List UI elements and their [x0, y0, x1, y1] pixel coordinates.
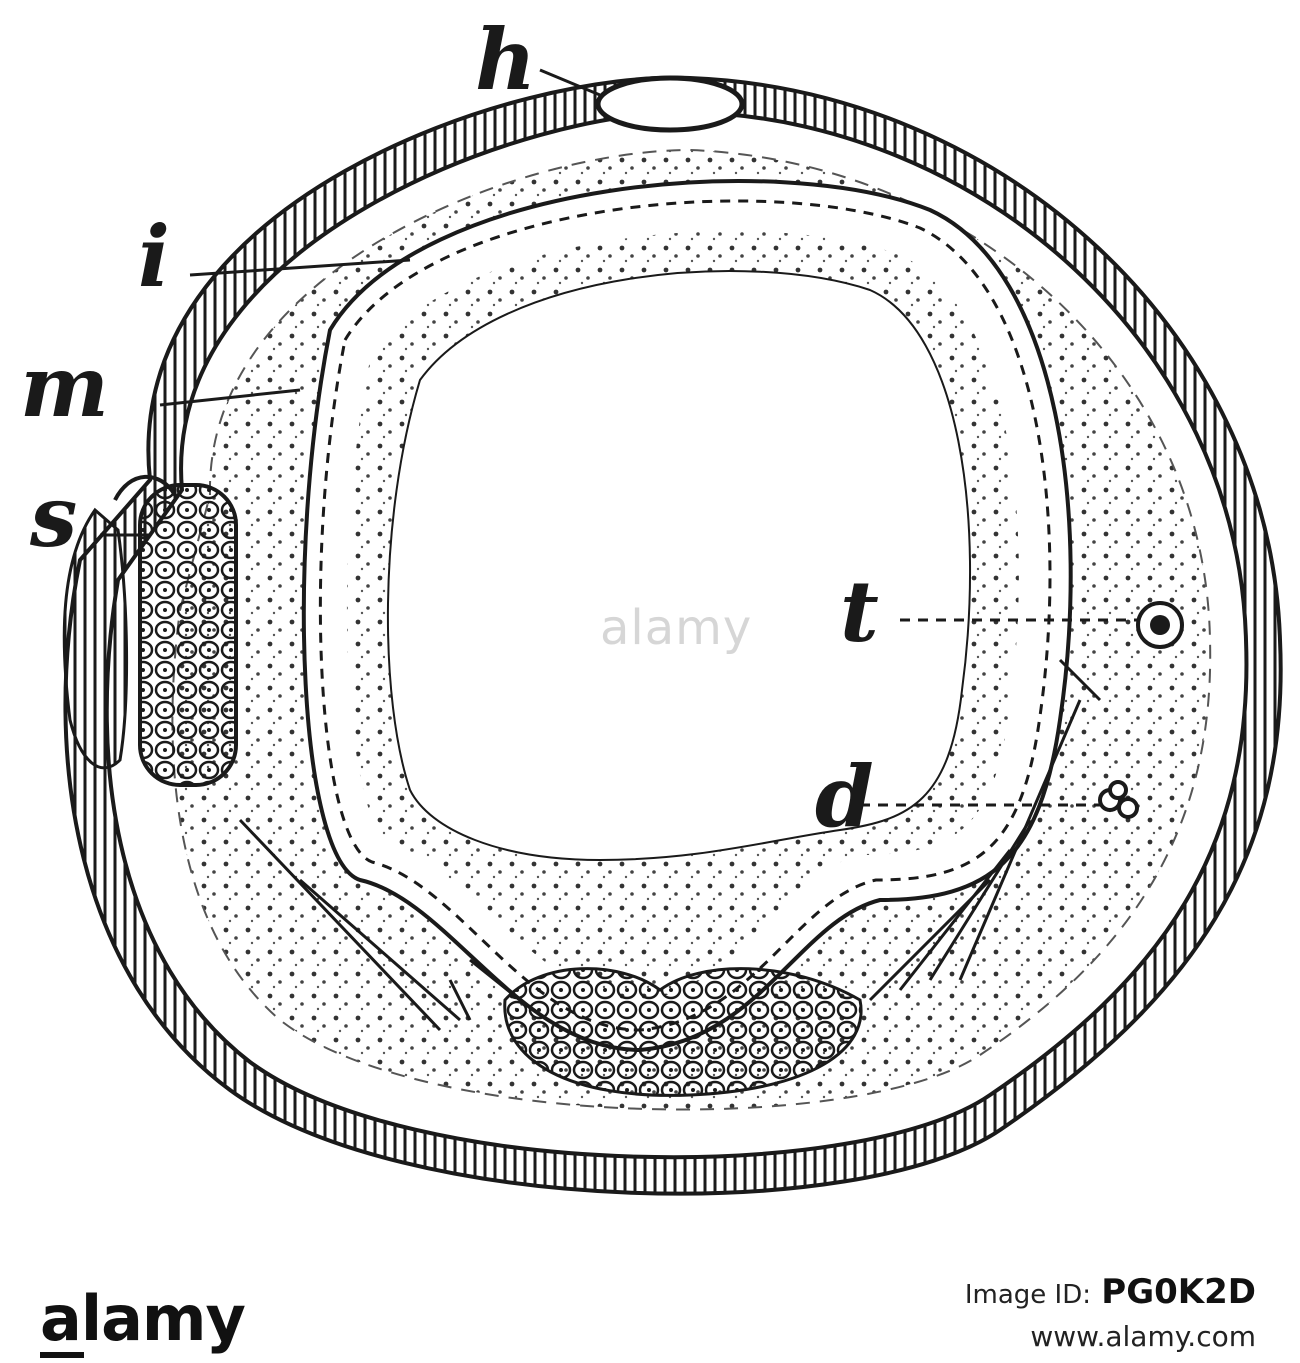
dorsal-vessel [595, 75, 745, 133]
label-t: t [840, 562, 879, 661]
footer-bar [0, 1260, 1300, 1363]
watermark-text: alamy [600, 600, 753, 656]
barcode-icon [956, 1278, 1256, 1290]
nephridium-tubule [1136, 601, 1184, 649]
intestine [301, 179, 1073, 1053]
label-s: s [30, 467, 78, 566]
brand-logo: alamy [40, 1282, 246, 1355]
label-d: d [815, 747, 874, 846]
image-id-value: PG0K2D [1101, 1272, 1256, 1312]
ventral-nerve-cord [503, 967, 863, 1097]
site-url: www.alamy.com [1030, 1320, 1256, 1353]
cross-section-figure [62, 68, 1283, 1196]
label-i: i [138, 207, 170, 306]
label-m: m [20, 337, 109, 436]
image-id-caption: Image ID: [964, 1280, 1091, 1310]
leader-lines [100, 68, 1140, 807]
seta-sac [62, 474, 238, 787]
nephridium-duct [1098, 780, 1139, 819]
brand-underline [40, 1352, 84, 1358]
label-h: h [475, 10, 537, 109]
muscle-fibers [238, 658, 1102, 1032]
